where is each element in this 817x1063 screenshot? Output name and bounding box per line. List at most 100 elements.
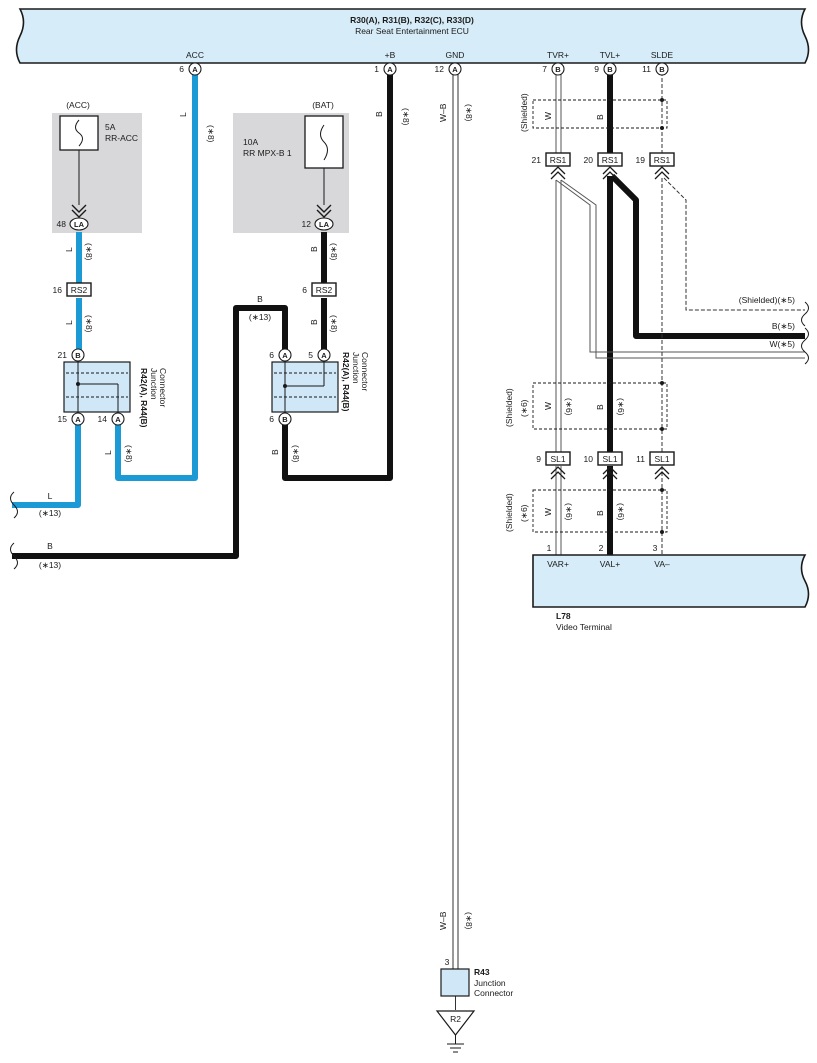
lbl-top-b: B (595, 114, 605, 120)
fuse-bat-rating: 10A (243, 137, 258, 147)
ecu-terminal-slde-label: SLDE (651, 50, 674, 60)
ecu-terminal-tvl-label: TVL+ (600, 50, 621, 60)
lbl-mid-w-n6: (∗6) (564, 398, 574, 416)
ecu-pin-slde-num: 11 (642, 64, 651, 74)
wire-wb-ground (452, 73, 459, 1010)
lbl-shielded5: (Shielded)(∗5) (739, 295, 795, 305)
lbl-mid-n8-1: (∗8) (329, 243, 339, 261)
lbl-bot-w: W (543, 508, 553, 516)
jc-left-top-pin: 21 (58, 350, 68, 360)
junction-connector-left: B 21 A 15 A 14 R42(A), R44(B) Junction C… (58, 348, 168, 428)
ecu-pin-slde-conn: B (659, 65, 665, 74)
jc-right-bottom-pin: 6 (269, 414, 274, 424)
sl1-3-name: SL1 (654, 454, 669, 464)
lbl-out-l-n13: (∗13) (39, 508, 61, 518)
wire-b-power (12, 72, 393, 559)
rs2-right-pin: 6 (302, 285, 307, 295)
jc-left-bottom-conn-1: A (75, 415, 81, 424)
jc-left-title: R42(A), R44(B) (139, 368, 149, 428)
lbl-jl-l: L (103, 450, 113, 455)
ecu-terminal-b-label: +B (385, 50, 396, 60)
ecu-pin-tvl-conn: B (607, 65, 613, 74)
lbl-top-w: W (543, 112, 553, 120)
la-left-pin: 48 (57, 219, 67, 229)
lbl-jr-n8: (∗8) (291, 445, 301, 463)
lbl-mid-b-1: B (309, 246, 319, 252)
shield-box-mid (532, 382, 668, 430)
ground-label: R2 (450, 1014, 461, 1024)
ecu-pins: A 6 A 1 A 12 B 7 B 9 B 11 (179, 62, 669, 76)
ecu-terminal-tvr-label: TVR+ (547, 50, 569, 60)
r43-code: R43 (474, 967, 490, 977)
fuse-acc-name: RR-ACC (105, 133, 138, 143)
wire-l-acc-feed (12, 72, 198, 508)
ecu-pin-b-conn: A (387, 65, 393, 74)
ecu-pin-tvr-conn: B (555, 65, 561, 74)
video-pin-1: 1 (547, 543, 552, 553)
ecu-pin-tvl-num: 9 (594, 64, 599, 74)
shield-dots (660, 98, 664, 534)
lbl-shield-bottom: (Shielded) (504, 493, 514, 532)
video-pin-3: 3 (653, 543, 658, 553)
sl1-2-name: SL1 (602, 454, 617, 464)
lbl-pb-b: B (374, 111, 384, 117)
ecu-terminal-gnd-label: GND (446, 50, 465, 60)
la-left-conn: LA (74, 220, 85, 229)
lbl-mid-b: B (595, 404, 605, 410)
lbl-mid-b-n6: (∗6) (616, 398, 626, 416)
jc-right-top-pin-1: 6 (269, 350, 274, 360)
wire-w-tvr (555, 72, 805, 555)
lbl-pb-n8: (∗8) (401, 108, 411, 126)
video-pin-2: 2 (599, 543, 604, 553)
r43-desc2: Connector (474, 988, 513, 998)
lbl-left-l-2: L (64, 320, 74, 325)
lbl-bot-b: B (595, 510, 605, 516)
lbl-mid-n6-left: (∗6) (519, 399, 529, 417)
la-right-conn: LA (319, 220, 330, 229)
wire-breaks-left (10, 491, 18, 570)
video-name: Video Terminal (556, 622, 612, 632)
ecu-terminal-acc-label: ACC (186, 50, 204, 60)
lbl-left-n8-2: (∗8) (84, 315, 94, 333)
ecu-pin-gnd-num: 12 (435, 64, 445, 74)
jc-right-desc2: Connector (360, 352, 370, 391)
r43-desc1: Junction (474, 978, 506, 988)
wire-labels: L (∗8) B (∗8) W–B (∗8) W–B (∗8) L (∗8) L… (39, 93, 795, 930)
lbl-b13-n13: (∗13) (249, 312, 271, 322)
fuse-bat-name: RR MPX-B 1 (243, 148, 292, 158)
lbl-out-b: B (47, 541, 53, 551)
lbl-gnd-wb-2: W–B (438, 911, 448, 930)
rs1-2-name: RS1 (602, 155, 619, 165)
rs1-3-pin: 19 (636, 155, 646, 165)
lbl-gnd-wb: W–B (438, 103, 448, 122)
lbl-mid-w: W (543, 402, 553, 410)
rs2-connectors: RS2 16 RS2 6 (53, 282, 337, 297)
lbl-bot-b-n6: (∗6) (616, 503, 626, 521)
sl1-1-pin: 9 (536, 454, 541, 464)
fuse-box-bat: (BAT) 10A RR MPX-B 1 (233, 100, 349, 233)
lbl-jl-n8: (∗8) (124, 445, 134, 463)
jc-right-desc1: Junction (351, 352, 361, 384)
lbl-bot-n6-left: (∗6) (519, 504, 529, 522)
video-code: L78 (556, 611, 571, 621)
jc-left-bottom-conn-2: A (115, 415, 121, 424)
jc-right-top-conn-2: A (321, 351, 327, 360)
rs2-left-pin: 16 (53, 285, 63, 295)
jc-right-top-pin-2: 5 (308, 350, 313, 360)
jc-left-desc2: Connector (158, 368, 168, 407)
rs2-left-name: RS2 (71, 285, 88, 295)
lbl-w5: W(∗5) (769, 339, 795, 349)
fuse-bat-group: (BAT) (312, 100, 334, 110)
fuse-acc-rating: 5A (105, 122, 116, 132)
rs1-connectors: RS1 21 RS1 20 RS1 19 (532, 152, 675, 180)
fuse-box-acc: (ACC) 5A RR-ACC (52, 100, 142, 233)
ecu-subtitle: Rear Seat Entertainment ECU (355, 26, 469, 36)
shield-box-bottom (532, 489, 668, 533)
jc-left-bottom-pin-1: 15 (58, 414, 68, 424)
jc-right-title: R42(A), R44(B) (341, 352, 351, 412)
r43-junction: 3 R43 Junction Connector R2 (435, 957, 513, 1053)
ecu-pin-tvr-num: 7 (542, 64, 547, 74)
fuse-acc-group: (ACC) (66, 100, 90, 110)
rs1-1-name: RS1 (550, 155, 567, 165)
